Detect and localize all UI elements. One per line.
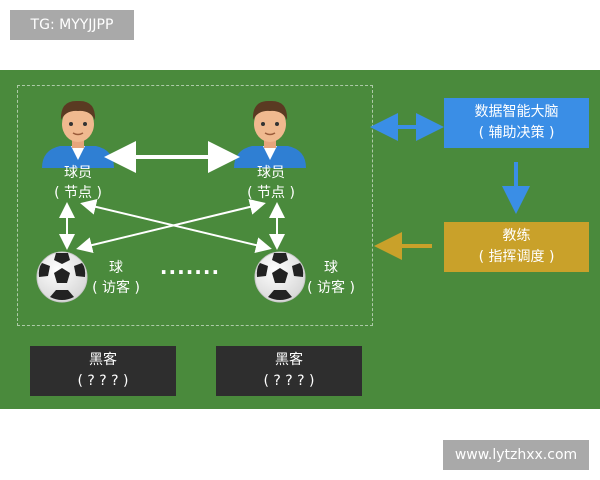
watermark-bottom: www.lytzhxx.com	[443, 440, 589, 470]
player-icon-left	[42, 100, 114, 168]
player-label-right: 球员 ( 节点 )	[247, 165, 295, 201]
coach-box: 教练 ( 指挥调度 )	[444, 222, 589, 272]
hacker-box-left: 黑客 ( ? ? ? )	[30, 346, 176, 396]
ball-label-right: 球 ( 访客 )	[307, 260, 355, 296]
data-brain-box: 数据智能大脑 ( 辅助决策 )	[444, 98, 589, 148]
ellipsis-dots: ·······	[159, 260, 221, 284]
player-label-left: 球员 ( 节点 )	[54, 165, 102, 201]
hacker-box-right: 黑客 ( ? ? ? )	[216, 346, 362, 396]
network-panel	[17, 85, 373, 326]
soccer-ball-icon-left	[36, 251, 88, 303]
watermark-top: TG: MYYJJPP	[10, 10, 134, 40]
arrow-cross-2	[76, 199, 266, 253]
arrow-cross-1	[80, 199, 272, 253]
player-icon-right	[234, 100, 306, 168]
soccer-ball-icon-right	[254, 251, 306, 303]
ball-label-left: 球 ( 访客 )	[92, 260, 140, 296]
